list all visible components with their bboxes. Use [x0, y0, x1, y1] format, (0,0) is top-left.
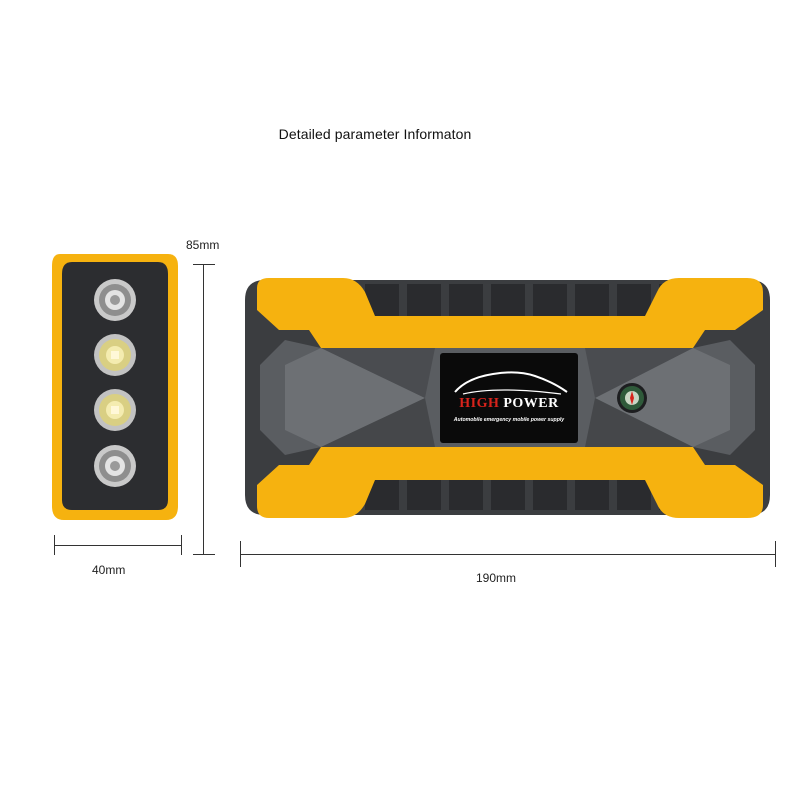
side-width-line [54, 545, 181, 546]
height-tick-top [193, 264, 215, 265]
page-title: Detailed parameter Informaton [278, 126, 472, 142]
car-silhouette-icon [454, 371, 568, 393]
led-lamp-icon [94, 389, 136, 431]
ring-light-icon [94, 445, 136, 487]
right-facet-top [585, 348, 693, 398]
led-lamp-icon [94, 334, 136, 376]
car-line-icon [462, 389, 562, 395]
brand-text: HIGH POWER Automobile emergency mobile p… [440, 392, 578, 432]
right-facet [595, 348, 730, 447]
right-facet-bottom [585, 398, 693, 447]
length-tick-right [775, 541, 776, 567]
bottom-bumper [257, 447, 763, 518]
side-width-tick-right [181, 535, 182, 555]
left-facet [285, 348, 425, 447]
left-facet-bottom [321, 398, 435, 447]
brand-label-plate [440, 353, 578, 443]
length-label: 190mm [476, 571, 517, 585]
side-width-label: 40mm [92, 563, 126, 577]
length-line [240, 554, 775, 555]
device-front-svg [245, 278, 770, 518]
device-side-svg [52, 254, 178, 520]
device-side-view [50, 248, 180, 523]
left-facet-top [321, 348, 435, 398]
brand-high: HIGH [459, 396, 500, 411]
compass-icon [617, 383, 647, 413]
side-face [62, 262, 168, 510]
top-bumper [257, 278, 763, 348]
brand-tagline: Automobile emergency mobile power supply [453, 417, 565, 423]
device-front-view: HIGH POWER Automobile emergency mobile p… [235, 270, 780, 525]
brand-power: POWER [503, 396, 559, 411]
ring-light-icon [94, 279, 136, 321]
height-label: 85mm [186, 238, 220, 252]
height-line [203, 264, 204, 554]
height-tick-bottom [193, 554, 215, 555]
